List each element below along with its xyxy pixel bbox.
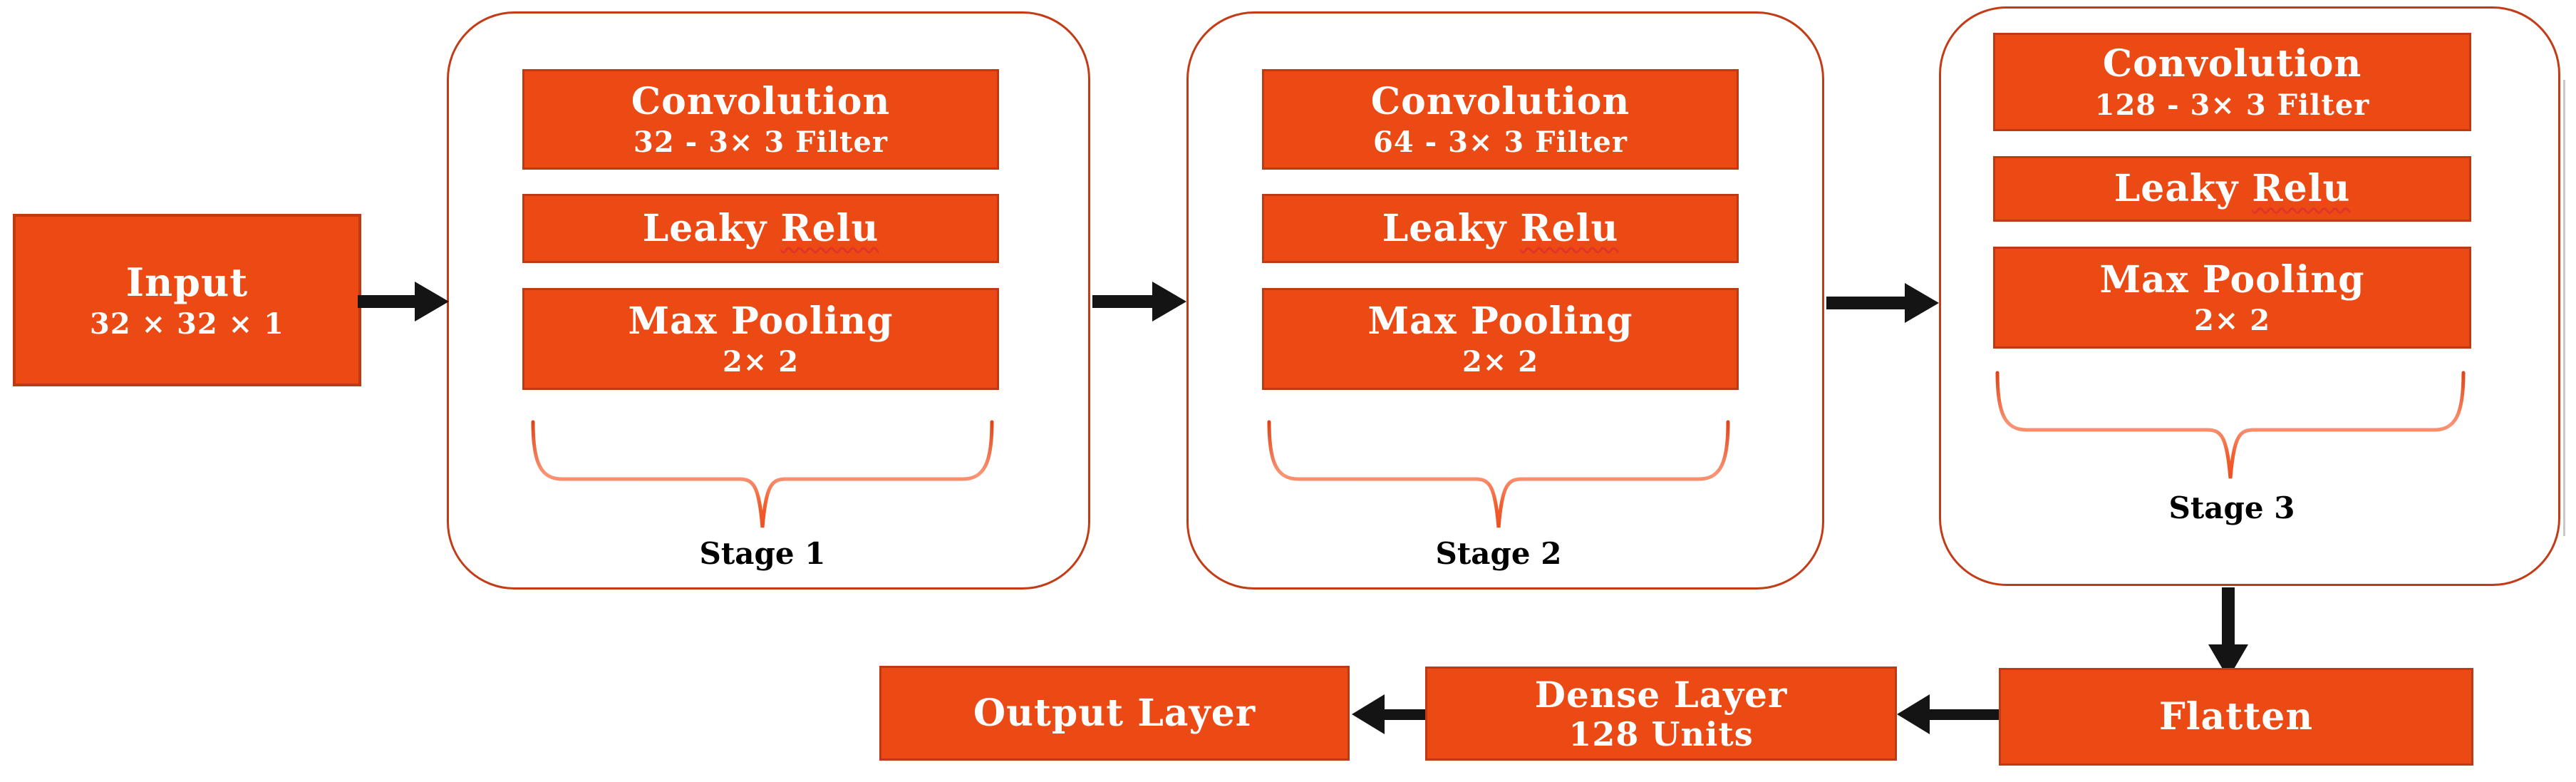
stage1-brace <box>531 420 994 528</box>
stage3-convolution-node: Convolution 128 - 3× 3 Filter <box>1993 33 2471 131</box>
stage3-max-pooling-size: 2× 2 <box>2193 304 2271 338</box>
stage3-leaky-relu-node: Leaky Relu <box>1993 156 2471 222</box>
dense-layer-node: Dense Layer 128 Units <box>1425 667 1897 761</box>
dense-layer-label: Dense Layer <box>1534 673 1788 716</box>
slide-edge-artifact-line <box>2563 80 2565 536</box>
stage2-activation-prefix: Leaky <box>1382 206 1507 250</box>
arrow-right-head <box>1905 283 1939 323</box>
stage1-convolution-title: Convolution <box>631 79 891 123</box>
arrow-stem <box>358 295 418 308</box>
arrow-stem <box>1928 709 1999 720</box>
arrow-stage1-to-stage2 <box>1092 282 1186 321</box>
arrow-right-head <box>1152 282 1186 321</box>
arrow-left-head <box>1897 694 1930 734</box>
stage2-max-pooling-size: 2× 2 <box>1462 345 1539 379</box>
stage3-brace <box>1995 371 2466 479</box>
arrow-stem <box>1092 295 1155 308</box>
stage3-label: Stage 3 <box>2168 490 2295 525</box>
input-title: Input <box>125 259 249 305</box>
arrow-stage2-to-stage3 <box>1826 283 1939 323</box>
stage3-activation-word: Relu <box>2252 167 2351 211</box>
arrow-right-head <box>415 282 449 321</box>
stage1-label: Stage 1 <box>699 536 826 571</box>
stage3-leaky-relu-label: Leaky Relu <box>2114 168 2351 210</box>
stage3-max-pooling-node: Max Pooling 2× 2 <box>1993 247 2471 349</box>
stage2-brace <box>1267 420 1730 528</box>
stage2-max-pooling-node: Max Pooling 2× 2 <box>1262 288 1739 390</box>
arrow-stem <box>1383 709 1427 720</box>
output-layer-label: Output Layer <box>973 691 1256 735</box>
stage3-convolution-filter: 128 - 3× 3 Filter <box>2094 88 2370 122</box>
flatten-label: Flatten <box>2158 694 2314 739</box>
stage1-max-pooling-size: 2× 2 <box>722 345 800 379</box>
dense-layer-units: 128 Units <box>1568 715 1754 754</box>
stage1-leaky-relu-node: Leaky Relu <box>522 194 999 263</box>
arrow-stem <box>2222 587 2235 646</box>
stage1-convolution-filter: 32 - 3× 3 Filter <box>633 125 888 160</box>
stage2-convolution-title: Convolution <box>1370 79 1630 123</box>
arrow-flatten-to-dense <box>1897 694 1999 734</box>
stage1-activation-prefix: Leaky <box>642 206 767 250</box>
arrow-left-head <box>1352 694 1385 734</box>
stage2-leaky-relu-node: Leaky Relu <box>1262 194 1739 263</box>
arrow-stage3-to-flatten <box>2208 587 2248 679</box>
stage2-leaky-relu-label: Leaky Relu <box>1382 207 1619 250</box>
stage2-convolution-filter: 64 - 3× 3 Filter <box>1373 125 1628 160</box>
stage2-label: Stage 2 <box>1435 536 1562 571</box>
stage1-leaky-relu-label: Leaky Relu <box>643 207 879 250</box>
stage2-max-pooling-title: Max Pooling <box>1367 299 1633 343</box>
stage1-max-pooling-node: Max Pooling 2× 2 <box>522 288 999 390</box>
flatten-node: Flatten <box>1999 668 2473 766</box>
stage1-activation-word: Relu <box>780 206 879 250</box>
stage2-activation-word: Relu <box>1520 206 1619 250</box>
stage3-activation-prefix: Leaky <box>2114 167 2239 211</box>
input-dimensions: 32 × 32 × 1 <box>90 307 284 341</box>
arrow-stem <box>1826 297 1908 309</box>
output-layer-node: Output Layer <box>879 666 1350 761</box>
stage1-convolution-node: Convolution 32 - 3× 3 Filter <box>522 69 999 170</box>
stage2-convolution-node: Convolution 64 - 3× 3 Filter <box>1262 69 1739 170</box>
arrow-input-to-stage1 <box>358 282 449 321</box>
stage1-max-pooling-title: Max Pooling <box>628 299 894 343</box>
arrow-dense-to-output <box>1352 694 1427 734</box>
input-node: Input 32 × 32 × 1 <box>13 214 361 386</box>
stage3-max-pooling-title: Max Pooling <box>2099 257 2365 302</box>
stage3-convolution-title: Convolution <box>2102 42 2362 86</box>
